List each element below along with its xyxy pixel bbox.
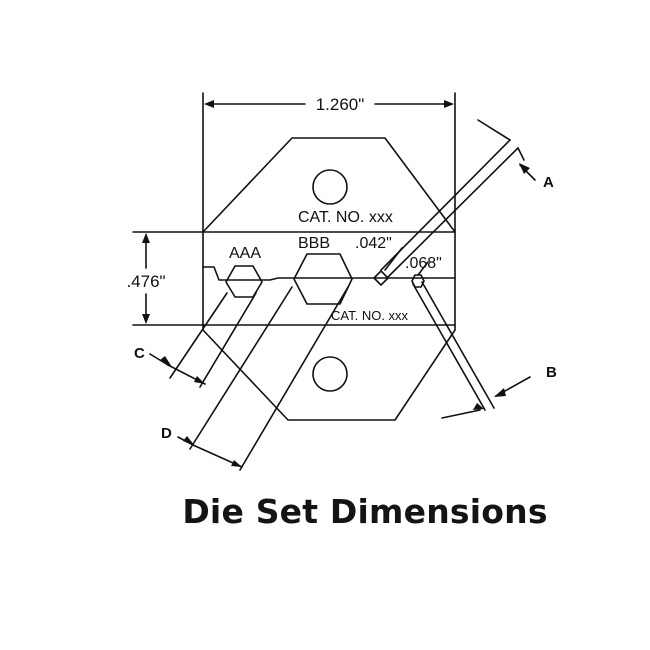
cavity-bbb-hex (293, 253, 353, 305)
callout-b-line-1 (412, 283, 486, 411)
bbb-label: BBB (298, 235, 330, 252)
callout-d-arrow (183, 436, 195, 446)
callout-b-ext (441, 409, 481, 419)
height-arrow-top (142, 233, 150, 243)
crimp-profile-line (202, 266, 456, 281)
diagram-title: Die Set Dimensions (182, 492, 548, 531)
callout-b-arrow-2 (473, 403, 484, 410)
callout-c-arrow-2 (194, 376, 205, 384)
callout-c-arrow (160, 356, 172, 367)
callout-a-letter: A (543, 174, 554, 191)
callout-d-line-2 (239, 286, 349, 471)
height-dimension-label: .476" (126, 272, 165, 291)
leader-068 (417, 261, 429, 276)
callout-a-line-1 (380, 139, 511, 271)
die-body-outline (202, 137, 456, 421)
callout-a-ext-1 (477, 119, 511, 141)
cat-no-bottom-label: CAT. NO. xxx (331, 308, 409, 323)
width-dimension-label: 1.260" (316, 95, 365, 114)
callout-c-line-2 (199, 292, 257, 388)
callout-c-line-1 (169, 292, 228, 379)
callout-a-arrow (519, 163, 530, 174)
callout-b-letter: B (546, 364, 557, 381)
cat-no-top-label: CAT. NO. xxx (298, 209, 393, 226)
cavity-diamond (373, 270, 389, 286)
callout-a-line-2 (387, 147, 519, 278)
wire-068-label: .068" (405, 255, 442, 272)
callout-a-ext-2 (517, 147, 525, 161)
callout-c-leader (149, 353, 169, 366)
cavity-small-hex (411, 274, 425, 288)
height-arrow-bottom (142, 314, 150, 324)
callout-b-arrow (494, 388, 506, 397)
callout-d-letter: D (161, 425, 172, 442)
callout-d-line-1 (189, 286, 293, 450)
callout-d-arrow-2 (231, 460, 242, 467)
width-arrow-right (444, 100, 454, 108)
callout-c-letter: C (134, 345, 145, 362)
callout-b-line-2 (421, 281, 495, 409)
wire-042-label: .042" (355, 235, 392, 252)
cavity-aaa-hex (225, 265, 263, 298)
bottom-mounting-hole (312, 356, 348, 392)
top-mounting-hole (312, 169, 348, 205)
width-arrow-left (204, 100, 214, 108)
aaa-label: AAA (229, 245, 261, 262)
